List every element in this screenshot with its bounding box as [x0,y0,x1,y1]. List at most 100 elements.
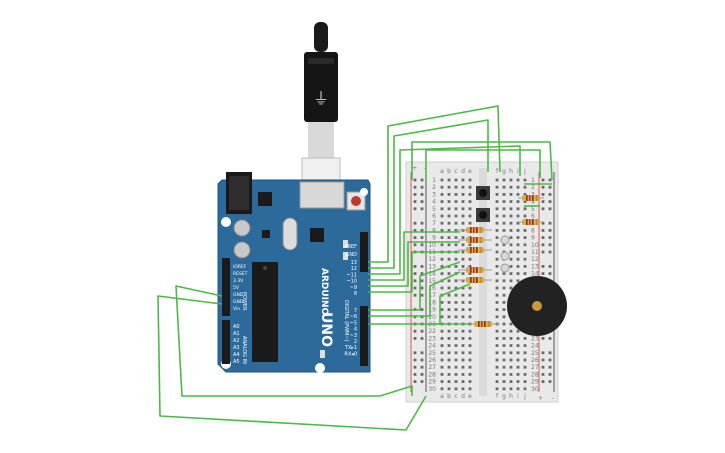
row-label: 24 [531,343,539,350]
row-label: 10 [428,242,436,249]
row-label: 27 [531,364,539,371]
row-label: 23 [531,335,539,342]
wire-5v [175,285,413,397]
analog-pin-label: A3 [233,345,240,351]
row-label: 14 [531,271,539,278]
analog-header [222,320,230,364]
digital-pin-label: TX▸1 [344,345,357,351]
power-header [222,258,230,316]
power-pin-label: IOREF [233,264,247,270]
board-brand: ARDUINO [319,268,329,316]
digital-header-low [360,306,368,366]
row-label: 30 [531,386,539,393]
row-label: 1 [531,177,535,184]
row-label: 26 [428,357,436,364]
row-label: 7 [432,220,436,227]
row-label: 14 [428,271,436,278]
column-label: h [509,168,513,175]
digital-pin-label: 12 [351,266,357,272]
digital-pin-label: 8 [354,291,357,297]
arduino-board: ARDUINO UNO AREF GND 1312~11~10~987~6~54… [217,172,371,373]
column-label: j [523,168,526,175]
digital-header-high [360,232,368,272]
column-label: a [440,393,444,400]
digital-pin-label: 7 [354,308,357,314]
aref-label: AREF [344,244,357,250]
row-label: 17 [428,292,436,299]
row-label: 15 [428,278,436,285]
digital-pin-label: ~6 [350,314,357,320]
analog-pin-label: A5 [233,359,240,365]
row-label: 26 [531,357,539,364]
wire-13 [368,105,501,263]
row-label: 8 [432,227,436,234]
wire-9 [368,241,460,287]
digital-caption: DIGITAL (PWM~) [343,300,349,342]
leds [500,235,510,273]
analog-caption: ANALOG IN [241,336,247,364]
power-pin-label: GND [233,299,244,305]
row-label: 27 [428,364,436,371]
piezo-buzzer [507,276,567,336]
wire-7 [368,261,461,311]
power-pin-label: RESET [233,271,248,277]
resistors [458,195,544,327]
column-label: e [468,168,472,175]
column-label: d [461,168,465,175]
row-label: 11 [531,249,539,256]
analog-pin-label: A4 [233,352,240,358]
digital-pin-label: 13 [351,260,357,266]
row-label: 3 [432,191,436,198]
rail-minus-label-top: - [424,165,426,172]
column-label: d [461,393,465,400]
digital-pin-label: 4 [354,327,357,333]
column-label: g [502,393,506,400]
row-label: 22 [428,328,436,335]
row-label: 10 [531,242,539,249]
microcontroller-chip [252,262,278,362]
wire-5 [368,283,471,325]
row-label: 6 [531,213,535,220]
row-label: 29 [428,379,436,386]
row-label: 9 [432,235,436,242]
rail-minus-label-bottom: - [552,395,554,402]
row-label: 12 [531,256,539,263]
column-label: f [496,168,499,175]
row-label: 23 [428,335,436,342]
row-label: 6 [432,213,436,220]
row-label: 25 [428,350,436,357]
column-label: i [517,168,519,175]
row-label: 25 [531,350,539,357]
wire-rail-top [411,141,553,181]
row-label: 4 [531,199,535,206]
row-label: 28 [428,371,436,378]
power-pin-label: GND [233,292,244,298]
row-label: 29 [531,379,539,386]
wire-10 [368,231,460,281]
digital-pin-label: ~10 [346,279,357,285]
digital-pin-label: ~5 [350,320,357,326]
rail-plus-label-bottom: + [538,395,543,402]
column-label: c [454,393,457,400]
row-label: 5 [531,206,535,213]
row-label: 2 [432,184,436,191]
wires [157,105,553,431]
row-label: 12 [428,256,436,263]
analog-pin-label: A1 [233,331,240,337]
row-label: 5 [432,206,436,213]
pushbuttons [476,186,490,222]
row-label: 20 [428,314,436,321]
row-label: 18 [428,299,436,306]
wire-rail-top-2 [425,149,541,180]
usb-icon: ⏚ [313,89,329,108]
digital-pin-label: 2 [354,339,357,345]
row-label: 3 [531,191,535,198]
power-caption: POWER [241,292,247,311]
column-label: a [440,168,444,175]
column-label: c [454,168,457,175]
column-label: b [447,393,451,400]
digital-pin-label: ~3 [350,333,357,339]
